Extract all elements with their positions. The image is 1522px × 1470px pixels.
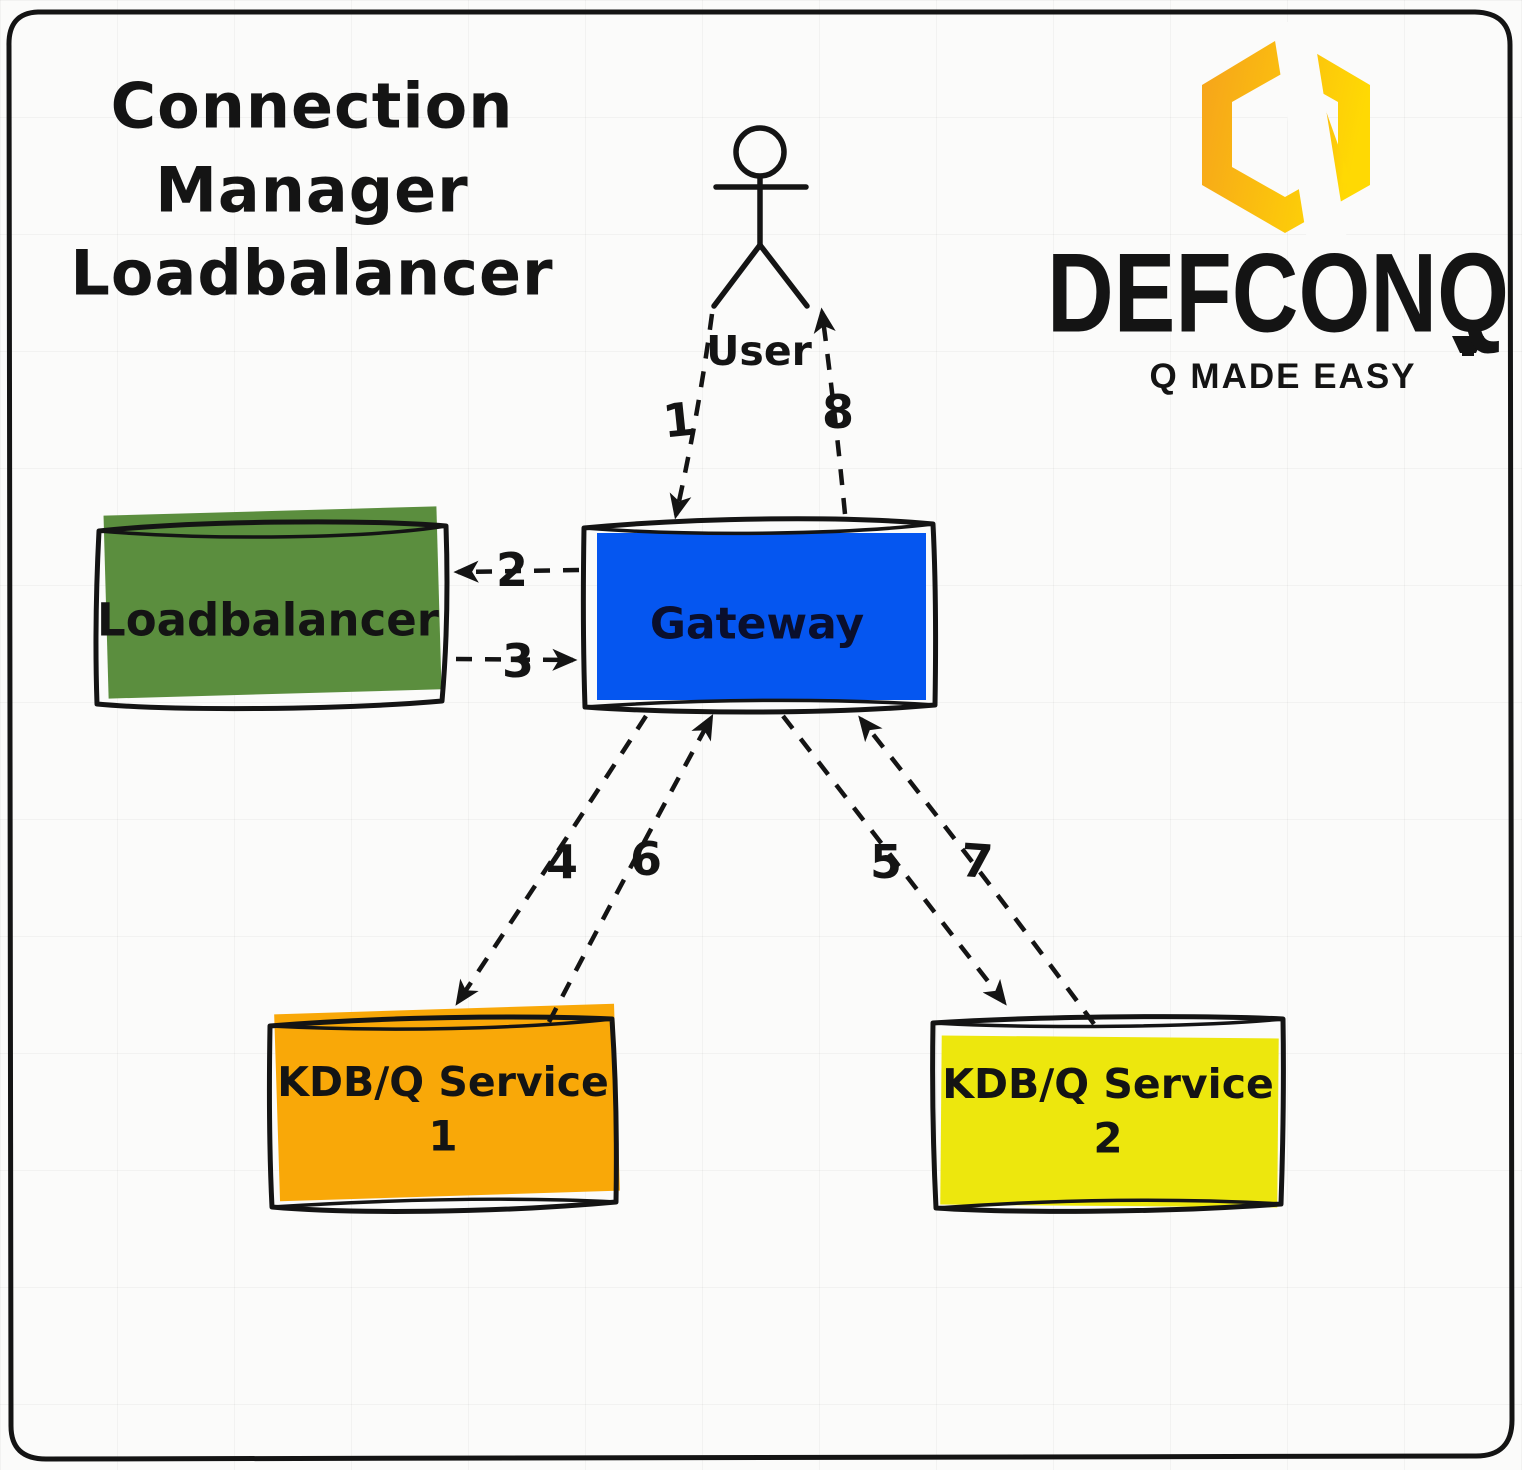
edge-label-8: 8	[821, 385, 855, 439]
service2-node-number: 2	[1093, 1113, 1123, 1163]
edge-2-gateway-to-loadbalancer-arrow	[453, 560, 580, 583]
service1-node-label: KDB/Q Service	[277, 1058, 609, 1106]
edge-6-service1-to-gateway-arrow	[547, 714, 714, 1024]
edge-label-5: 5	[869, 835, 903, 889]
user-actor-label: User	[706, 327, 812, 375]
edge-label-3: 3	[501, 634, 535, 688]
brand-tagline: Q MADE EASY	[1149, 357, 1417, 396]
edge-1-user-to-gateway-arrow	[669, 313, 715, 520]
edge-label-6: 6	[629, 832, 663, 886]
edge-label-1: 1	[660, 391, 698, 449]
edge-4-gateway-to-service1-arrow	[455, 714, 648, 1006]
gateway-node-label: Gateway	[649, 598, 865, 650]
service2-node-label: KDB/Q Service	[942, 1060, 1274, 1108]
loadbalancer-node-label: Loadbalancer	[97, 593, 439, 647]
page-title-line-2: Manager	[155, 153, 469, 227]
edge-5-gateway-to-service2-arrow	[781, 714, 1007, 1006]
edge-3-loadbalancer-to-gateway-arrow	[455, 648, 578, 671]
edge-label-4: 4	[545, 835, 579, 889]
gateway-node-border	[580, 516, 939, 715]
service2-node-border	[930, 1014, 1286, 1214]
service1-node-fill	[274, 1003, 620, 1202]
page-frame	[6, 9, 1515, 1462]
edge-8-gateway-to-user-arrow	[813, 307, 848, 515]
page-title-line-1: Connection	[110, 69, 514, 143]
wordmark-q-tail	[1452, 336, 1484, 353]
service1-node-border	[266, 1014, 619, 1214]
service1-node-number: 1	[428, 1111, 458, 1161]
edge-7-service2-to-gateway-arrow	[858, 715, 1096, 1026]
edge-label-7: 7	[959, 832, 995, 890]
brand-wordmark: DEFCONQ	[1047, 230, 1509, 356]
service2-node-fill	[940, 1035, 1279, 1208]
edge-label-2: 2	[495, 543, 529, 597]
loadbalancer-node-fill	[103, 506, 442, 699]
defconq-logo-icon	[1202, 22, 1484, 356]
loadbalancer-node-border	[93, 519, 450, 712]
page-title-line-3: Loadbalancer	[70, 236, 554, 310]
gateway-node-fill	[597, 533, 926, 700]
user-actor-icon	[711, 125, 810, 309]
